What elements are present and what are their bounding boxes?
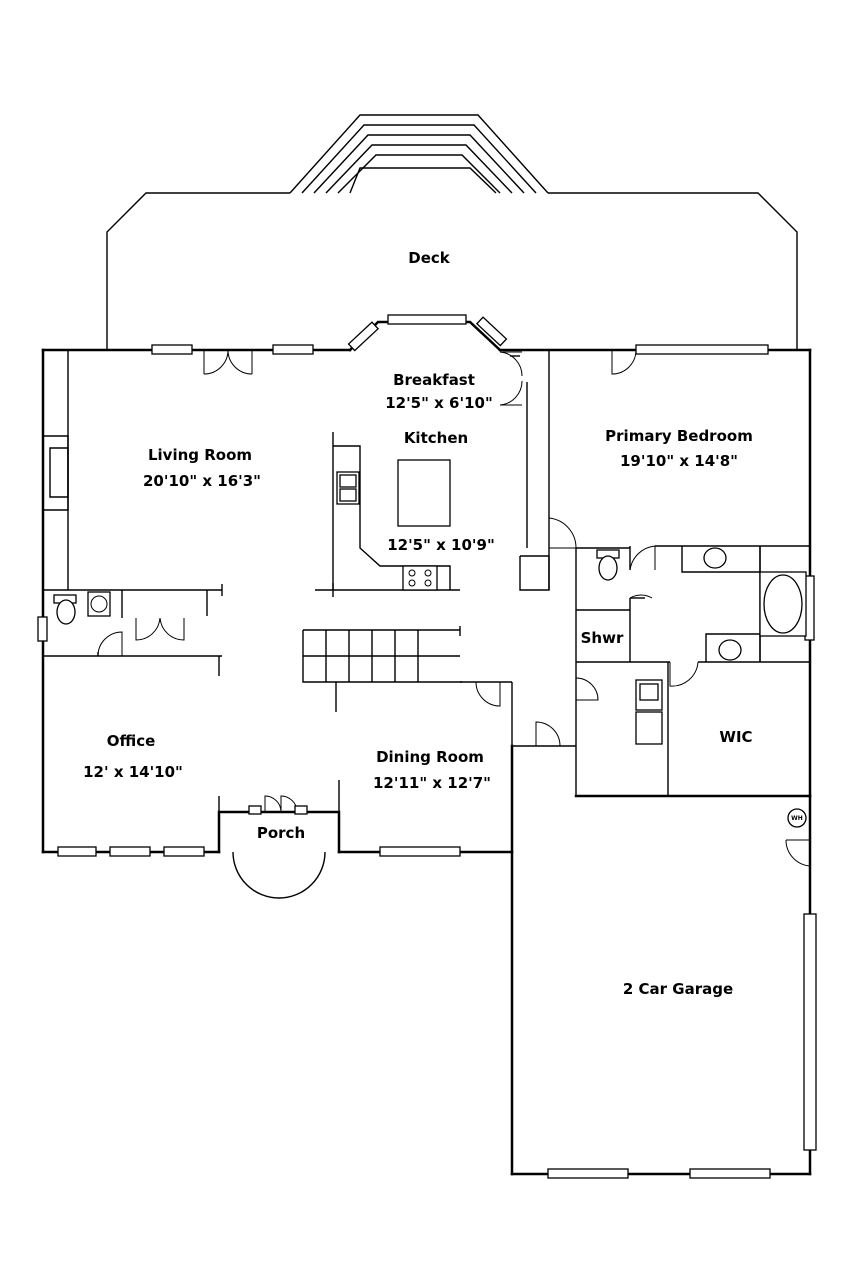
- office-size: 12' x 14'10": [83, 763, 183, 781]
- dining-room-label: Dining Room: [376, 748, 484, 766]
- wic-label: WIC: [719, 728, 752, 746]
- water-heater-label: WH: [791, 815, 803, 822]
- shower-label: Shwr: [581, 629, 624, 647]
- living-room-label: Living Room: [148, 446, 252, 464]
- windows: [37, 314, 817, 1179]
- water-heater-icon: [787, 808, 807, 828]
- porch-label: Porch: [257, 824, 305, 842]
- primary-bedroom-label: Primary Bedroom: [605, 427, 753, 445]
- garage-label: 2 Car Garage: [623, 980, 733, 998]
- kitchen-size: 12'5" x 10'9": [387, 536, 495, 554]
- deck-stairs: [289, 114, 549, 194]
- fixtures: WH: [53, 459, 807, 828]
- primary-bedroom-size: 19'10" x 14'8": [620, 452, 738, 470]
- room-labels: Deck Breakfast 12'5" x 6'10" Kitchen 12'…: [83, 249, 753, 998]
- deck-label: Deck: [408, 249, 451, 267]
- office-label: Office: [107, 732, 156, 750]
- doors: [97, 349, 811, 899]
- dining-room-size: 12'11" x 12'7": [373, 774, 491, 792]
- breakfast-size: 12'5" x 6'10": [385, 394, 493, 412]
- breakfast-label: Breakfast: [393, 371, 475, 389]
- kitchen-label: Kitchen: [404, 429, 468, 447]
- living-room-size: 20'10" x 16'3": [143, 472, 261, 490]
- deck-outline: [106, 114, 798, 350]
- interior-walls: [42, 350, 810, 812]
